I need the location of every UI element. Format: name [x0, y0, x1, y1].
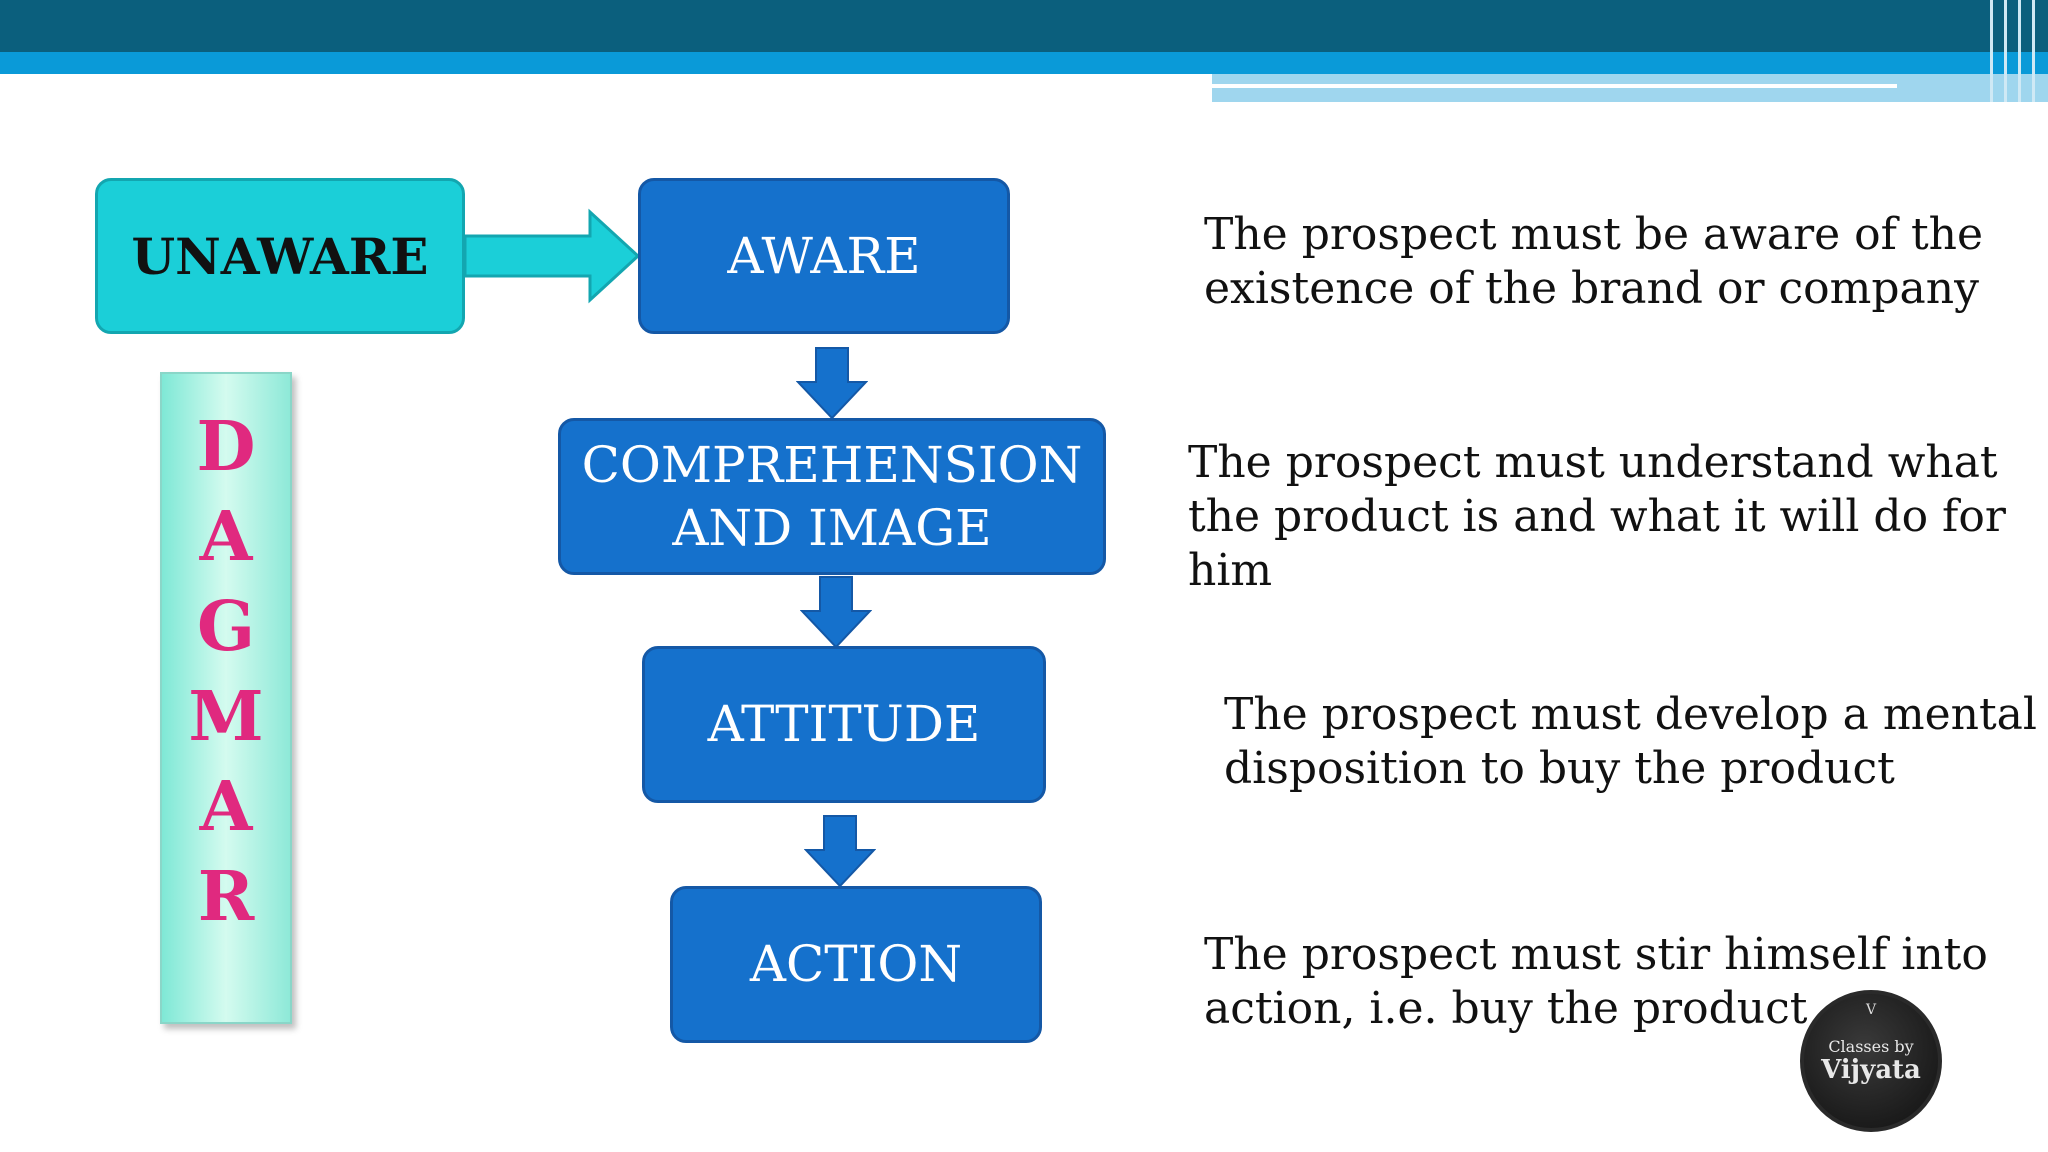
aware-label: AWARE — [727, 226, 921, 285]
right-arrow — [463, 208, 641, 304]
logo-v-mark: V — [1865, 1002, 1877, 1018]
aware-box: AWARE — [638, 178, 1010, 334]
description-line: The prospect must understand what — [1188, 437, 1998, 488]
header-stripe — [1990, 0, 1993, 102]
acronym-letter: R — [197, 857, 255, 937]
header-accent-bar — [0, 52, 2048, 74]
action-box: ACTION — [670, 886, 1042, 1043]
header-white-line — [1212, 84, 1897, 88]
header-bar — [0, 0, 2048, 52]
unaware-box: UNAWARE — [95, 178, 465, 334]
classes-by-vijyata-logo: V Classes by Vijyata — [1800, 990, 1942, 1132]
acronym-letter: G — [196, 587, 256, 667]
acronym-letter: M — [188, 677, 264, 757]
comprehension-label-line1: COMPREHENSION — [581, 436, 1083, 494]
comprehension-label-line2: AND IMAGE — [672, 498, 992, 557]
description-line: action, i.e. buy the product — [1204, 983, 1808, 1034]
down-arrow — [804, 815, 876, 888]
down-arrow — [796, 347, 868, 420]
comprehension-description: The prospect must understand what the pr… — [1188, 436, 2006, 598]
action-label: ACTION — [749, 935, 963, 994]
description-line: The prospect must develop a mental — [1224, 689, 2037, 740]
description-line: The prospect must be aware of the — [1204, 209, 1984, 260]
logo-line1: Classes by — [1828, 1037, 1914, 1056]
aware-description: The prospect must be aware of the existe… — [1204, 208, 1983, 316]
unaware-label: UNAWARE — [131, 226, 429, 286]
attitude-label: ATTITUDE — [707, 695, 981, 754]
acronym-letter: A — [199, 497, 253, 577]
header-stripe — [2032, 0, 2035, 102]
description-line: him — [1188, 545, 1273, 596]
logo-line2: Vijyata — [1821, 1055, 1921, 1085]
attitude-description: The prospect must develop a mental dispo… — [1224, 688, 2037, 796]
description-line: The prospect must stir himself into — [1204, 929, 1988, 980]
header-light-bar — [1212, 74, 2048, 102]
header-stripe — [2018, 0, 2021, 102]
comprehension-box: COMPREHENSION AND IMAGE — [558, 418, 1106, 575]
description-line: disposition to buy the product — [1224, 743, 1895, 794]
header-stripe — [2004, 0, 2007, 102]
acronym-letter: A — [199, 767, 253, 847]
acronym-letter: D — [196, 407, 256, 487]
action-description: The prospect must stir himself into acti… — [1204, 928, 1988, 1036]
dagmar-acronym-box: D A G M A R — [160, 372, 292, 1024]
down-arrow — [800, 576, 872, 649]
description-line: existence of the brand or company — [1204, 263, 1979, 314]
attitude-box: ATTITUDE — [642, 646, 1046, 803]
description-line: the product is and what it will do for — [1188, 491, 2006, 542]
